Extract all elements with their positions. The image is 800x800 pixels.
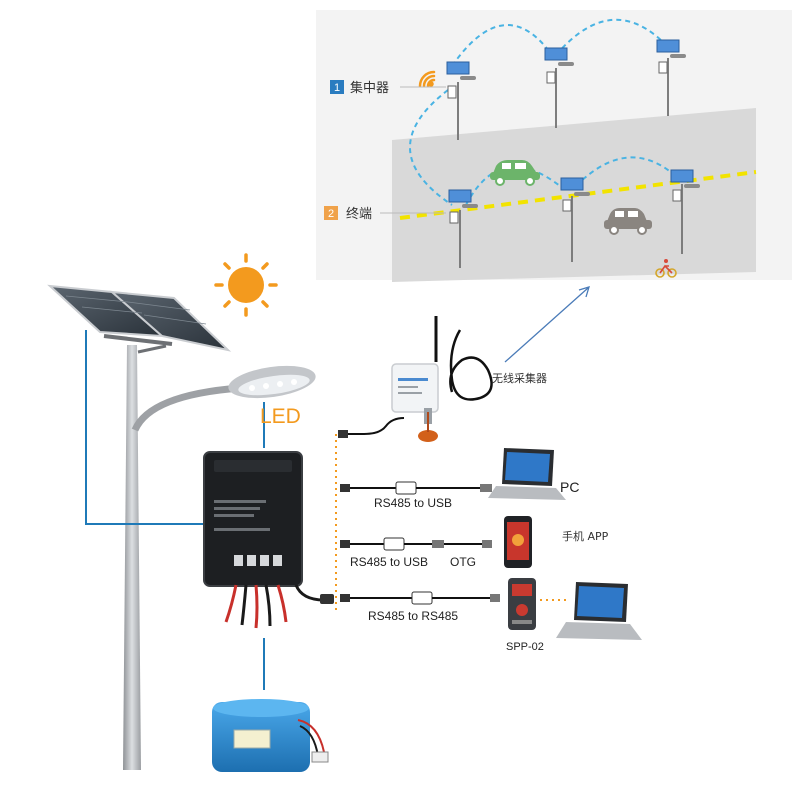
panel-bracket: [103, 334, 173, 346]
bicycle-icon: [655, 259, 677, 278]
pole: [123, 345, 141, 770]
handheld-meter-icon: [508, 578, 536, 630]
car-icon: [604, 208, 652, 235]
node-1-badge: [330, 80, 344, 94]
led-label: LED: [260, 405, 301, 428]
smartphone-icon: [504, 516, 532, 568]
controller-port-plug: [320, 594, 334, 604]
collector-cable: [344, 417, 405, 435]
solar-panel: [47, 284, 232, 352]
laptop-icon: [488, 448, 566, 500]
connection-row-phone: RS485 to USB OTG: [340, 537, 492, 569]
spp-device-label: SPP-02: [506, 641, 544, 653]
sun-icon: [214, 253, 278, 317]
pc-cable-label: RS485 to USB: [374, 496, 452, 510]
node-2-label: 终端: [346, 206, 372, 222]
antenna-icon: [418, 316, 493, 442]
laptop-icon: [556, 582, 642, 640]
car-icon: [490, 160, 540, 186]
phone-device-label: 手机 APP: [562, 529, 609, 543]
phone-cable-label: RS485 to USB: [350, 555, 428, 569]
street-light: [47, 284, 316, 770]
connection-row-pc: RS485 to USB: [340, 481, 492, 510]
lamp-arm: [131, 384, 241, 432]
road-lamp-controllers: [447, 61, 682, 224]
pc-device-label: PC: [560, 479, 579, 495]
node-2-badge: [324, 206, 338, 220]
node-2-badge-number: 2: [328, 208, 334, 220]
spp-cable-label: RS485 to RS485: [368, 609, 458, 623]
controller-cables: [224, 584, 325, 629]
network-scene: 1 集中器 2 终端: [316, 10, 792, 282]
road-lamp-panels: [446, 39, 694, 203]
wifi-signal-icon: [418, 70, 436, 88]
charge-controller: [203, 451, 303, 587]
phone-adapter-label: OTG: [450, 555, 476, 569]
wiring-lines: [85, 330, 265, 690]
connection-row-spp: RS485 to RS485: [340, 591, 500, 623]
wireless-collector-device: [391, 363, 439, 424]
wireless-collector-label: 无线采集器: [492, 371, 547, 385]
road-lamp-heads: [460, 54, 700, 208]
led-lamp-head: [228, 365, 316, 399]
node-1-label: 集中器: [350, 80, 389, 96]
node-1-badge-number: 1: [334, 82, 340, 94]
road-lamp-posts: [457, 58, 683, 268]
collector-to-network-arrow: [504, 286, 590, 363]
battery-pack: [212, 699, 329, 772]
